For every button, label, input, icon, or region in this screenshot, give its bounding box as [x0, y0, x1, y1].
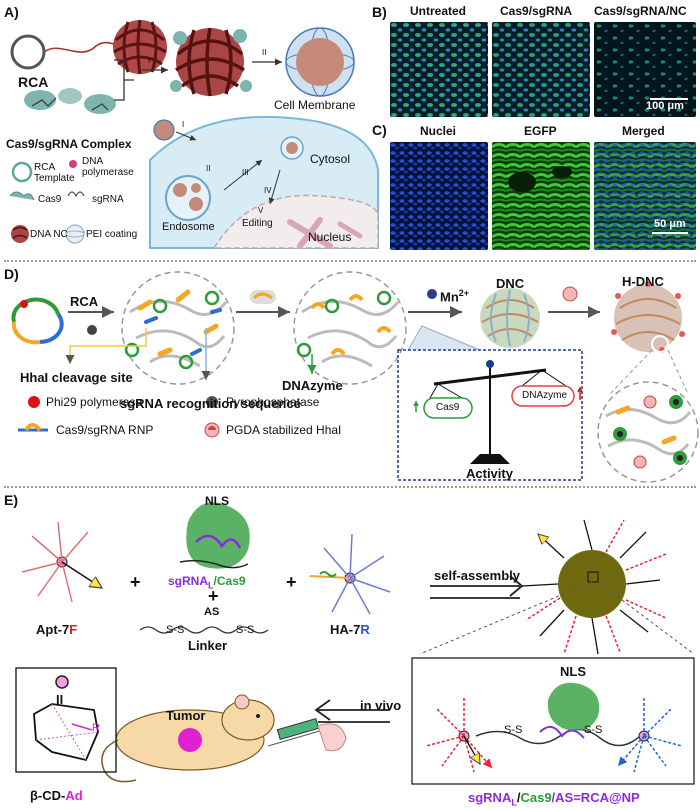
h-dnc-particle-icon: [611, 281, 685, 353]
complex-label: Cas9/sgRNA Complex: [6, 137, 132, 151]
legend-pei-coating: PEI coating: [86, 229, 138, 240]
panel-d-illustration: [11, 271, 699, 483]
panel-b-title-cas9-sgrna-nc: Cas9/sgRNA/NC: [594, 4, 687, 18]
separator-2: [4, 486, 696, 488]
micrograph-cas9-sgrna-nc: 100 μm: [594, 22, 696, 117]
panel-a-illustration: [9, 19, 379, 249]
scale-label-b: 100 μm: [646, 100, 684, 112]
panel-c-title-nuclei: Nuclei: [420, 124, 457, 138]
plasmid-icon: [11, 297, 64, 345]
h-dnc-label: H-DNC: [622, 274, 664, 289]
syringe-icon: [267, 718, 347, 752]
plus-sign-2: +: [208, 586, 219, 606]
step-i-label: I: [148, 56, 151, 65]
r-mark: R: [92, 722, 100, 734]
rca-label: RCA: [18, 74, 49, 90]
micrograph-nuclei: [390, 142, 488, 250]
in-vivo-label: in vivo: [360, 698, 402, 713]
legend-pyrophosphatase: Pyrophosphatase: [226, 395, 320, 409]
dnazyme-balance-label: DNAzyme: [522, 390, 568, 401]
as-label: AS: [204, 606, 220, 618]
ss-bottom-left-label: S-S: [504, 724, 523, 736]
pei-coated-nanoclew-icon: [285, 27, 355, 97]
cas9-balance-label: Cas9: [436, 402, 460, 413]
micrograph-untreated: [390, 22, 488, 117]
panel-a-label: A): [4, 4, 19, 20]
mn-label: Mn2+: [440, 288, 470, 305]
legend-cas9: Cas9: [38, 194, 62, 205]
sgrna-recognition-label: sgRNA recognition sequence: [120, 396, 301, 411]
activity-label: Activity: [466, 466, 513, 481]
ss-left-label: S-S: [166, 624, 185, 636]
scale-bar-b: [650, 98, 688, 100]
micrograph-egfp: [492, 142, 590, 250]
mouse-icon: [101, 694, 275, 783]
apt-7f-label: Apt-7F: [36, 622, 78, 637]
editing-label: Editing: [242, 218, 273, 229]
panel-b-title-untreated: Untreated: [410, 4, 467, 18]
loaded-nanoclew-icon: [170, 27, 252, 97]
nanoparticle-formula-label: sgRNAL/Cas9/AS=RCA@NP: [468, 790, 640, 808]
ii-mark: II: [56, 692, 64, 707]
tumor-label: Tumor: [166, 708, 206, 723]
ha-7r-molecule-icon: [309, 533, 391, 615]
sgrna-cas9-label: sgRNAL/Cas9: [168, 574, 246, 591]
dnc-particle-icon: [480, 288, 540, 348]
legend-phi29: Phi29 polymerase: [46, 395, 143, 409]
cell-membrane-label: Cell Membrane: [274, 98, 356, 112]
panel-c-title-egfp: EGFP: [524, 124, 557, 138]
step-v-label: V: [258, 206, 264, 215]
step-iii-label: III: [242, 168, 249, 177]
step-iv-label: IV: [264, 186, 272, 195]
hhal-cleavage-label: HhaI cleavage site: [20, 370, 133, 385]
step-i-cell-label: I: [182, 120, 185, 129]
plus-sign-1: +: [130, 572, 141, 592]
beta-cd-ad-label: β-CD-Ad: [30, 788, 83, 803]
rca-arrow-label-d: RCA: [70, 294, 99, 309]
panel-b-label: B): [372, 4, 387, 20]
scale-bar-c: [652, 232, 688, 234]
panel-e-illustration: [15, 502, 695, 785]
endosome-icon: [165, 175, 211, 221]
dna-nanoclew-icon: [113, 19, 167, 75]
panel-c-label: C): [372, 122, 387, 138]
dnazyme-label: DNAzyme: [282, 378, 343, 393]
self-assembly-label: self-assembly: [434, 568, 520, 583]
panel-b-title-cas9-sgrna: Cas9/sgRNA: [500, 4, 573, 18]
nls-bottom-label: NLS: [560, 664, 586, 679]
micrograph-merged: 50 μm: [594, 142, 696, 250]
panel-d-label: D): [4, 266, 19, 282]
nls-top-label: NLS: [205, 494, 229, 508]
separator-1: [4, 260, 696, 262]
linker-label: Linker: [188, 638, 228, 653]
bracket-line: [114, 59, 134, 101]
nucleus-label: Nucleus: [308, 230, 352, 244]
step-ii-cell-label: II: [206, 164, 211, 173]
ss-right-label: S-S: [236, 624, 255, 636]
ss-bottom-right-label: S-S: [584, 724, 603, 736]
dnc-label: DNC: [496, 276, 525, 291]
panel-c-title-merged: Merged: [622, 124, 665, 138]
cas9-protein-icon: [179, 502, 250, 569]
cas9-complex-cluster-icon: [24, 88, 116, 114]
endosome-label: Endosome: [162, 221, 215, 233]
zoom-complex-icon: [425, 682, 683, 772]
ha-7r-label: HA-7R: [330, 622, 370, 637]
rca-product-icon: [121, 271, 235, 385]
micrograph-cas9-sgrna: [492, 22, 590, 117]
panel-e-label: E): [4, 492, 18, 508]
rca-nanoparticle-icon: [521, 519, 667, 655]
scale-label-c: 50 μm: [654, 218, 686, 230]
step-ii-label: II: [262, 48, 267, 57]
legend-cas9-rnp: Cas9/sgRNA RNP: [56, 423, 154, 437]
rnp-loaded-product-icon: [293, 271, 407, 385]
legend-dna-nc: DNA NC: [30, 229, 68, 240]
legend-pgda-hhal: PGDA stabilized HhaI: [226, 423, 342, 437]
cytosol-label: Cytosol: [310, 152, 351, 166]
legend-sgrna: sgRNA: [92, 194, 124, 205]
apt-7f-molecule-icon: [21, 521, 102, 603]
plus-sign-3: +: [286, 572, 297, 592]
